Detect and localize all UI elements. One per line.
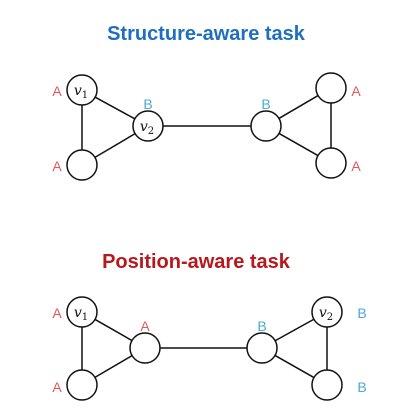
node-circle (315, 147, 347, 179)
graph-edge (94, 96, 136, 120)
node-subscript: 2 (327, 312, 333, 323)
node-circle (66, 74, 98, 106)
node-tag: A (52, 379, 62, 395)
graph-node: A (315, 147, 361, 179)
graph-node: A (315, 72, 361, 104)
graph-node: A (52, 369, 98, 401)
node-circle (250, 110, 282, 142)
node-circle (66, 369, 98, 401)
graph-node: v1A (52, 74, 98, 106)
node-subscript: 1 (82, 90, 88, 101)
graph-edge (274, 354, 315, 379)
graph-node: v1A (52, 296, 98, 328)
graph-node: B (250, 96, 282, 142)
graph-edge (278, 132, 319, 157)
node-circle (66, 149, 98, 181)
node-tag: B (261, 96, 270, 112)
node-circle (66, 296, 98, 328)
graph-node: B (311, 369, 367, 401)
node-tag: A (140, 318, 150, 334)
node-tag: A (351, 83, 361, 99)
node-tag: A (52, 305, 62, 321)
node-circle (129, 332, 161, 364)
node-tag: A (52, 83, 62, 99)
node-circle (311, 369, 343, 401)
node-circle (132, 110, 164, 142)
graph-edge (94, 318, 133, 342)
node-tag: B (357, 305, 366, 321)
graph-edge (278, 94, 319, 120)
node-circle (246, 332, 278, 364)
node-tag: B (357, 379, 366, 395)
panel-title: Structure-aware task (107, 23, 306, 45)
node-tag: B (257, 318, 266, 334)
node-tag: A (351, 158, 361, 174)
panel-title: Position-aware task (102, 251, 291, 273)
node-circle (315, 72, 347, 104)
node-tag: A (52, 158, 62, 174)
node-circle (311, 296, 343, 328)
node-tag: B (143, 96, 152, 112)
node-subscript: 2 (148, 126, 154, 137)
graph-node: A (129, 318, 161, 364)
graph-node: A (52, 149, 98, 181)
graph-node: v2B (132, 96, 164, 142)
graph-edge (274, 318, 315, 342)
graph-edge (94, 132, 136, 159)
node-subscript: 1 (82, 312, 88, 323)
graph-node: B (246, 318, 278, 364)
graph-edge (94, 354, 133, 379)
